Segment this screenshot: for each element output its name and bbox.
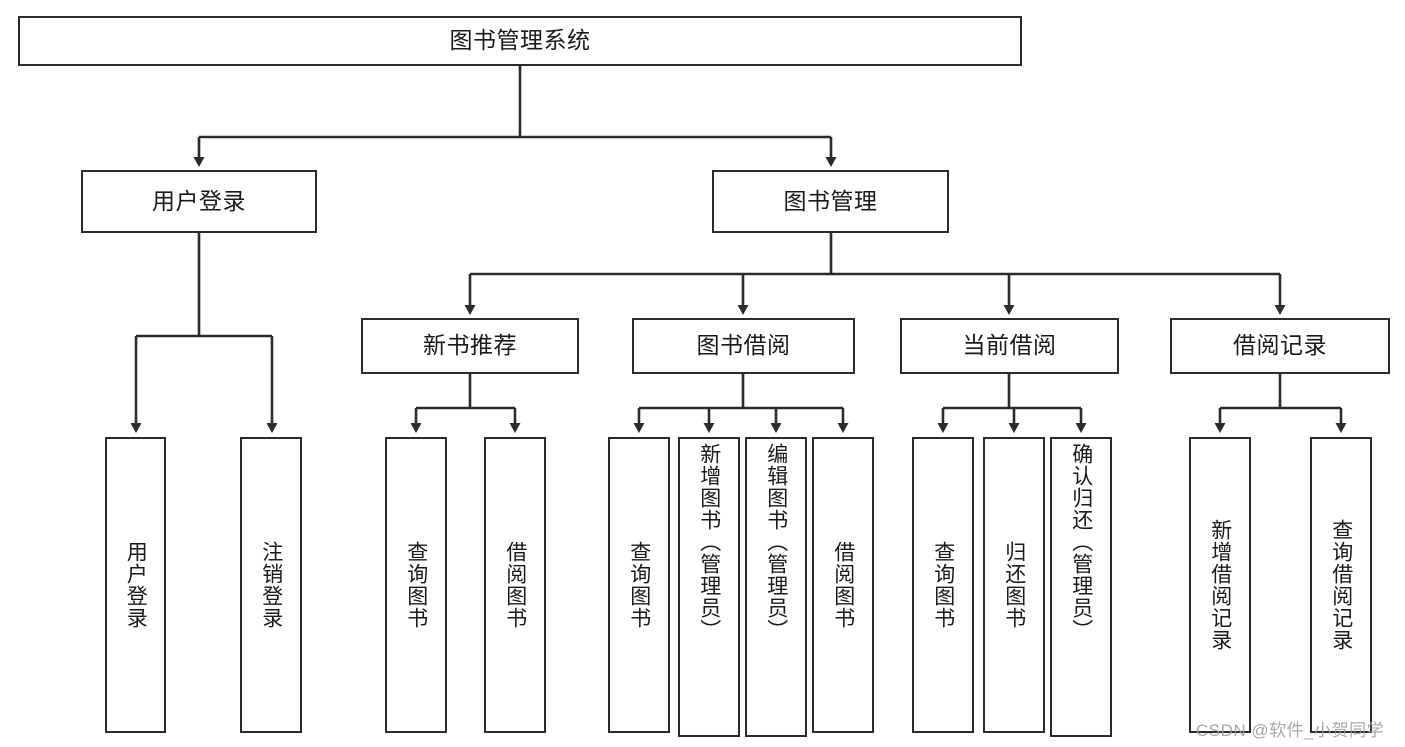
leaf-add-borrow-record-label: 新增借阅记录 — [1208, 519, 1232, 651]
leaf-confirm-return-admin[interactable]: 确认归还（管理员） — [1050, 437, 1112, 737]
leaf-add-book-admin-label: 新增图书（管理员） — [697, 443, 721, 641]
node-borrow-record-label: 借阅记录 — [1233, 332, 1327, 359]
leaf-query-books-borrow-label: 查询图书 — [627, 541, 651, 629]
leaf-query-books-current[interactable]: 查询图书 — [912, 437, 974, 733]
leaf-edit-book-admin[interactable]: 编辑图书（管理员） — [745, 437, 807, 737]
node-current-borrow-label: 当前借阅 — [962, 332, 1057, 359]
leaf-query-books-current-label: 查询图书 — [931, 541, 955, 629]
leaf-edit-book-admin-label: 编辑图书（管理员） — [764, 443, 788, 641]
leaf-query-books-recommend[interactable]: 查询图书 — [385, 437, 447, 733]
node-book-borrow-label: 图书借阅 — [696, 332, 791, 359]
node-book-borrow[interactable]: 图书借阅 — [632, 318, 855, 374]
node-root[interactable]: 图书管理系统 — [18, 16, 1022, 66]
leaf-return-books-label: 归还图书 — [1002, 541, 1026, 629]
leaf-borrow-books-recommend-label: 借阅图书 — [503, 541, 527, 629]
node-new-book-recommend-label: 新书推荐 — [423, 332, 517, 359]
node-root-label: 图书管理系统 — [449, 27, 591, 54]
leaf-borrow-books-label: 借阅图书 — [831, 541, 855, 629]
leaf-query-books-recommend-label: 查询图书 — [404, 541, 428, 629]
node-user-login[interactable]: 用户登录 — [81, 170, 317, 233]
node-book-management[interactable]: 图书管理 — [712, 170, 949, 233]
leaf-query-books-borrow[interactable]: 查询图书 — [608, 437, 670, 733]
node-borrow-record[interactable]: 借阅记录 — [1170, 318, 1390, 374]
node-book-management-label: 图书管理 — [783, 187, 878, 214]
node-current-borrow[interactable]: 当前借阅 — [900, 318, 1119, 374]
leaf-add-borrow-record[interactable]: 新增借阅记录 — [1189, 437, 1251, 733]
leaf-user-login-label: 用户登录 — [124, 541, 148, 629]
leaf-borrow-books-recommend[interactable]: 借阅图书 — [484, 437, 546, 733]
leaf-borrow-books[interactable]: 借阅图书 — [812, 437, 874, 733]
node-new-book-recommend[interactable]: 新书推荐 — [361, 318, 579, 374]
leaf-add-book-admin[interactable]: 新增图书（管理员） — [678, 437, 740, 737]
leaf-query-borrow-record-label: 查询借阅记录 — [1329, 519, 1353, 651]
watermark: CSDN @软件_小贺同学 — [1196, 721, 1385, 740]
leaf-user-login[interactable]: 用户登录 — [105, 437, 166, 733]
node-user-login-label: 用户登录 — [152, 187, 246, 214]
leaf-return-books[interactable]: 归还图书 — [983, 437, 1045, 733]
leaf-logout-label: 注销登录 — [259, 541, 283, 629]
leaf-logout[interactable]: 注销登录 — [240, 437, 302, 733]
leaf-confirm-return-admin-label: 确认归还（管理员） — [1069, 443, 1093, 641]
leaf-query-borrow-record[interactable]: 查询借阅记录 — [1310, 437, 1372, 733]
